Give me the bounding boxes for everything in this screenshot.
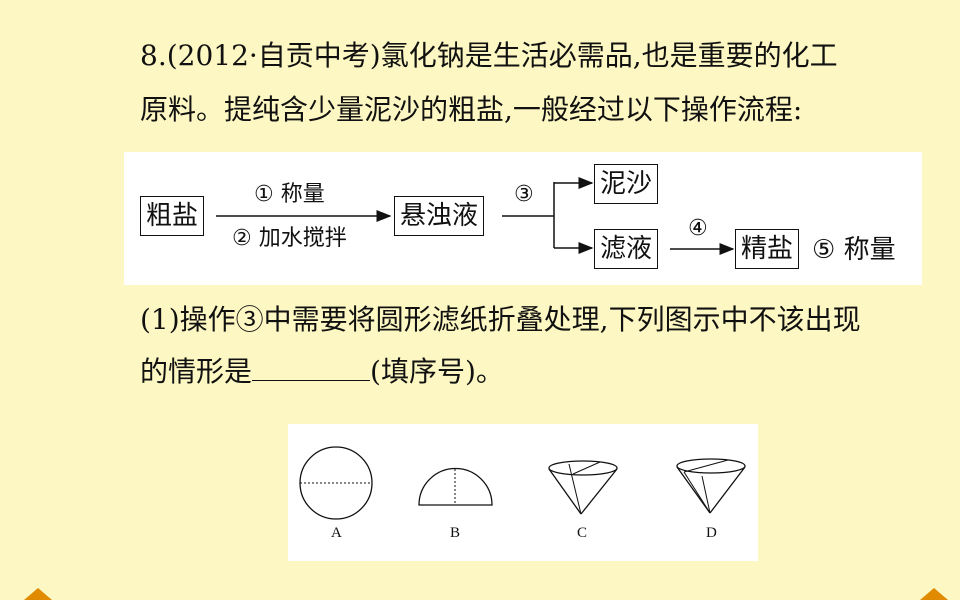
question-line-2: 原料。提纯含少量泥沙的粗盐,一般经过以下操作流程:: [140, 93, 803, 126]
box-suspension: 悬浊液: [394, 196, 485, 236]
label-step-4: ④: [688, 216, 708, 241]
box-refined-salt: 精盐: [735, 229, 800, 269]
figure-c-cone: [548, 460, 618, 515]
question-line-1: 8.(2012·自贡中考)氯化钠是生活必需品,也是重要的化工: [140, 39, 838, 72]
label-step-5: ⑤ 称量: [812, 235, 896, 265]
figure-label-c: C: [577, 525, 588, 541]
answer-blank[interactable]: [252, 354, 371, 381]
figure-label-a: A: [331, 525, 342, 541]
figure-b-semicircle: [418, 467, 493, 506]
figure-d-cone: [676, 458, 746, 514]
figure-label-b: B: [450, 525, 461, 541]
box-filtrate: 滤液: [594, 229, 659, 269]
flow-arrows: [216, 177, 735, 255]
label-step-2: ② 加水搅拌: [232, 226, 347, 251]
filter-figures-drawing: [299, 446, 746, 520]
sub-question-suffix: (填序号)。: [370, 355, 504, 388]
sub-question-prefix: 的情形是: [140, 355, 253, 388]
previous-slide-icon[interactable]: [24, 588, 52, 600]
figure-label-d: D: [706, 525, 717, 541]
label-step-1: ① 称量: [254, 182, 325, 207]
flow-chart: 粗盐 ① 称量 ② 加水搅拌 悬浊液 ③ 泥沙 滤液 ④ 精盐 ⑤ 称量: [124, 152, 922, 285]
box-sediment: 泥沙: [594, 164, 659, 204]
figure-a-circle: [299, 446, 373, 520]
sub-question-line-1: (1)操作③中需要将圆形滤纸折叠处理,下列图示中不该出现: [140, 303, 861, 336]
next-slide-icon[interactable]: [920, 588, 948, 600]
label-step-3: ③: [514, 182, 534, 207]
box-crude-salt: 粗盐: [140, 196, 205, 236]
sub-question-line-2: 的情形是 (填序号)。: [140, 354, 504, 390]
filter-paper-figures: A B C D: [288, 424, 758, 561]
